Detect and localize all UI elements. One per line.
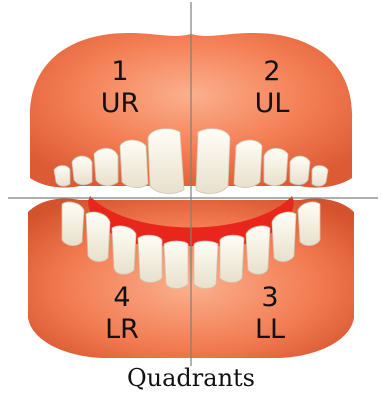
quadrant-number-lr: 4: [82, 282, 162, 314]
quadrant-code-ll: LL: [230, 314, 310, 346]
quadrant-label-ul: 2 UL: [232, 56, 312, 120]
quadrant-number-ur: 1: [80, 56, 160, 88]
quadrant-code-lr: LR: [82, 314, 162, 346]
figure-caption: Quadrants: [0, 364, 382, 392]
quadrant-code-ul: UL: [232, 88, 312, 120]
quadrant-code-ur: UR: [80, 88, 160, 120]
quadrant-number-ul: 2: [232, 56, 312, 88]
quadrant-number-ll: 3: [230, 282, 310, 314]
quadrant-label-lr: 4 LR: [82, 282, 162, 346]
quadrant-label-ur: 1 UR: [80, 56, 160, 120]
quadrant-label-ll: 3 LL: [230, 282, 310, 346]
